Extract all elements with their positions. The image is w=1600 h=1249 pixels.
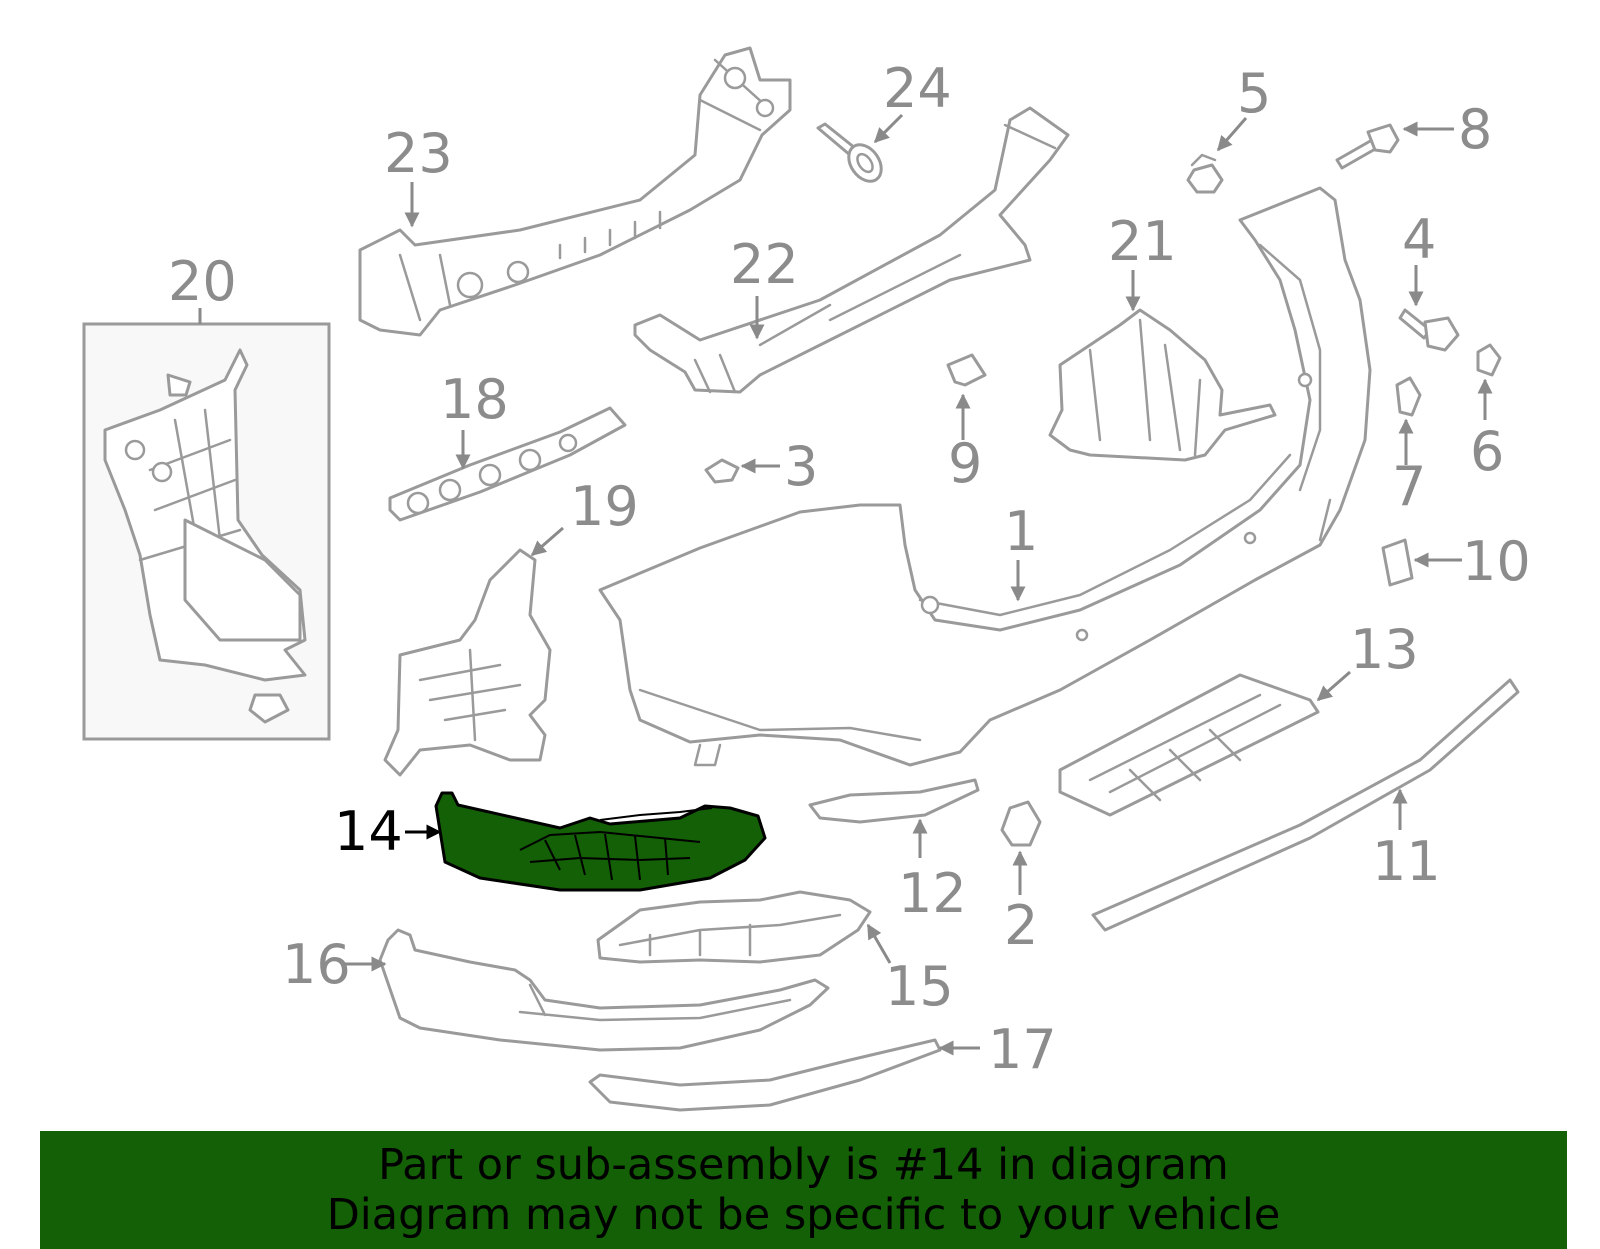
callout-24: 24 [883, 57, 952, 120]
callout-12: 12 [898, 862, 967, 925]
callout-8: 8 [1458, 98, 1492, 161]
info-banner: Part or sub-assembly is #14 in diagram D… [40, 1131, 1567, 1249]
part-23-reinforcement-beam[interactable] [358, 46, 792, 337]
part-20-bracket-assembly[interactable] [82, 322, 331, 741]
callout-1: 1 [1004, 500, 1038, 563]
callout-5: 5 [1237, 62, 1271, 125]
part-24-tow-eye[interactable] [816, 122, 888, 187]
callout-21: 21 [1108, 210, 1177, 273]
part-22-bumper-bracket[interactable] [633, 106, 1070, 394]
part-18-energy-absorber[interactable] [388, 406, 627, 522]
banner-line-2: Diagram may not be specific to your vehi… [326, 1190, 1281, 1240]
callout-13: 13 [1350, 618, 1419, 681]
part-6-clip-nut[interactable] [1476, 343, 1502, 377]
part-10-cap[interactable] [1381, 538, 1414, 587]
callout-23: 23 [384, 122, 453, 185]
callout-16: 16 [282, 933, 351, 996]
part-9-clip[interactable] [946, 353, 987, 387]
part-21-side-bracket[interactable] [1048, 308, 1277, 462]
part-17-lower-molding[interactable] [588, 1038, 942, 1112]
callout-11: 11 [1372, 830, 1441, 893]
callout-14: 14 [334, 800, 403, 863]
callout-18: 18 [440, 368, 509, 431]
callout-19: 19 [570, 475, 639, 538]
part-11-long-molding[interactable] [1091, 678, 1520, 932]
callout-7: 7 [1392, 455, 1426, 518]
part-15-bracket[interactable] [596, 890, 872, 964]
callout-2: 2 [1004, 894, 1038, 957]
banner-line-1: Part or sub-assembly is #14 in diagram [378, 1140, 1229, 1190]
callout-17: 17 [988, 1018, 1057, 1081]
part-5-clip[interactable] [1186, 153, 1224, 194]
callout-20: 20 [168, 250, 237, 313]
callout-22: 22 [730, 233, 799, 296]
callout-15: 15 [885, 955, 954, 1018]
callout-3: 3 [784, 435, 818, 498]
part-12-molding[interactable] [808, 778, 980, 824]
part-4-bolt[interactable] [1398, 308, 1460, 352]
callout-9: 9 [948, 432, 982, 495]
part-16-lower-cover[interactable] [378, 928, 830, 1052]
part-13-lower-panel[interactable] [1058, 673, 1320, 817]
part-2-clip[interactable] [1000, 800, 1042, 847]
part-7-plug[interactable] [1395, 376, 1422, 417]
part-14-highlighted-cover[interactable] [434, 791, 767, 892]
part-19-side-bracket[interactable] [383, 548, 552, 777]
part-3-clip[interactable] [704, 458, 740, 484]
part-1-bumper-cover[interactable] [598, 186, 1372, 767]
callout-4: 4 [1402, 208, 1436, 271]
callout-6: 6 [1470, 420, 1504, 483]
callout-10: 10 [1462, 530, 1531, 593]
part-8-screw[interactable] [1335, 123, 1400, 170]
